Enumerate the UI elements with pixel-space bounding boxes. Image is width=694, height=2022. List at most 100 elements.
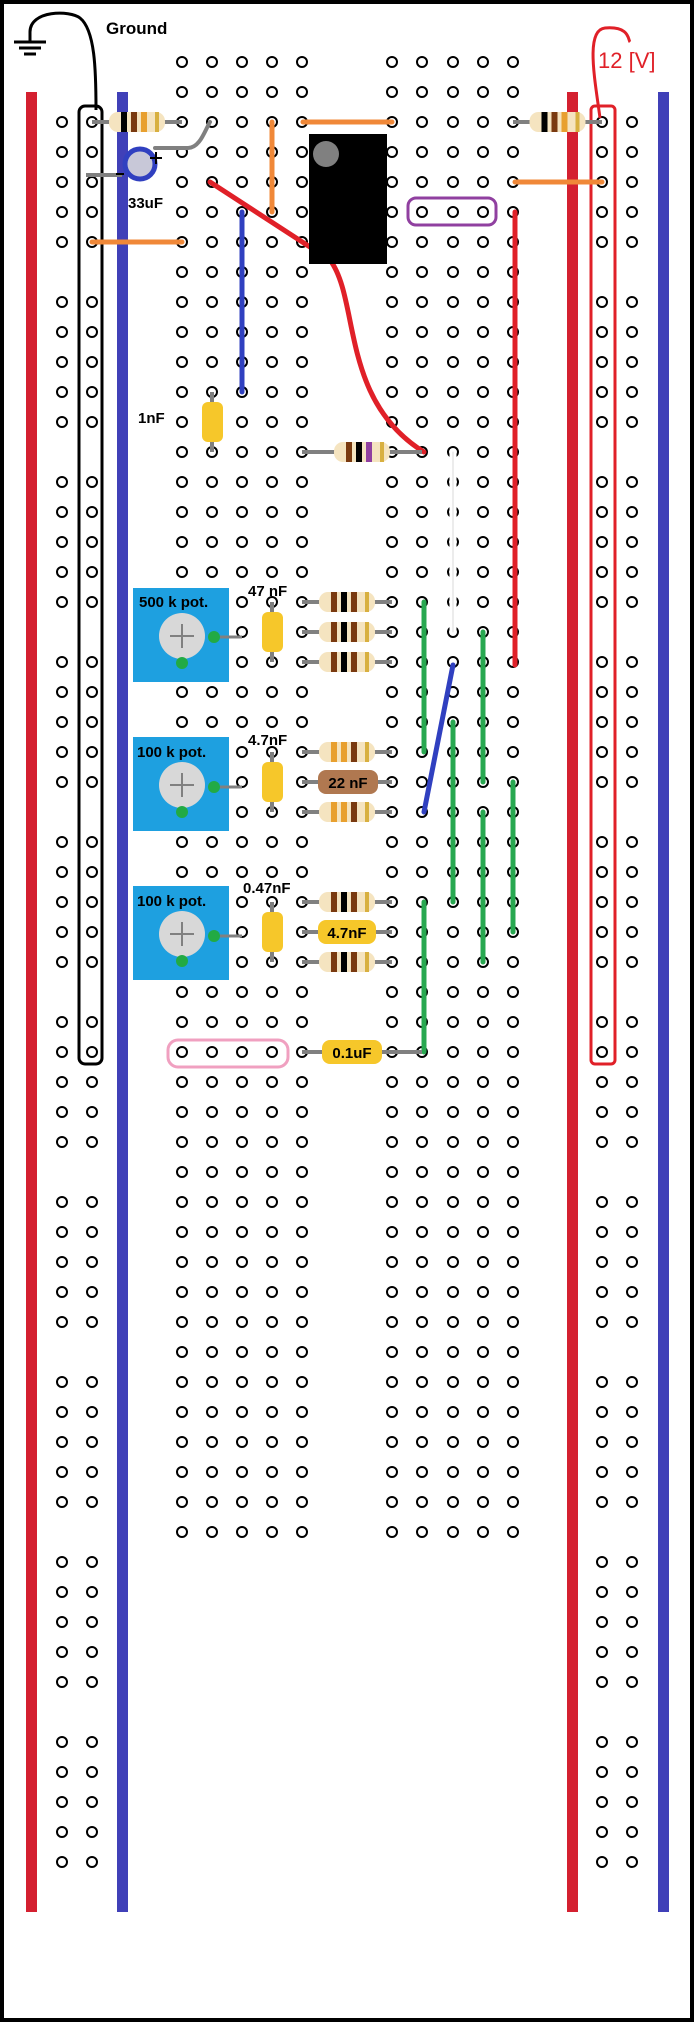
breadboard-hole [296,1016,308,1028]
breadboard-hole [56,1556,68,1568]
breadboard-hole [447,1466,459,1478]
breadboard-hole [416,1376,428,1388]
breadboard-hole [206,1256,218,1268]
left-negative-rail [117,92,128,1912]
breadboard-hole [86,686,98,698]
breadboard-hole [507,716,519,728]
breadboard-hole [626,1736,638,1748]
breadboard-hole [447,146,459,158]
breadboard-hole [507,1016,519,1028]
breadboard-hole [206,1466,218,1478]
ground-column-outline [77,104,104,1066]
breadboard-hole [86,956,98,968]
breadboard-hole [447,356,459,368]
breadboard-hole [56,1076,68,1088]
capacitor-22nf [302,770,392,794]
breadboard-hole [596,1766,608,1778]
breadboard-hole [206,506,218,518]
breadboard-hole [266,1226,278,1238]
breadboard-hole [596,776,608,788]
breadboard-hole [416,266,428,278]
breadboard-hole [447,1436,459,1448]
breadboard-hole [56,1826,68,1838]
breadboard-hole [266,1436,278,1448]
resistor-top-left [92,112,182,132]
breadboard-hole [477,446,489,458]
breadboard-hole [626,1196,638,1208]
breadboard-hole [507,1256,519,1268]
breadboard-hole [206,1406,218,1418]
breadboard-hole [477,476,489,488]
breadboard-hole [596,476,608,488]
breadboard-hole [266,476,278,488]
breadboard-hole [477,236,489,248]
breadboard-hole [176,1466,188,1478]
breadboard-hole [626,746,638,758]
breadboard-hole [236,416,248,428]
breadboard-hole [296,1466,308,1478]
breadboard-hole [86,836,98,848]
capacitor-33uf-label: 33uF [128,195,163,212]
breadboard-hole [206,86,218,98]
breadboard-hole [176,1286,188,1298]
breadboard-hole [477,266,489,278]
breadboard-hole [266,1256,278,1268]
breadboard-hole [596,326,608,338]
resistor-47-1 [302,592,392,612]
breadboard-hole [507,746,519,758]
breadboard-hole [236,866,248,878]
breadboard-hole [626,1586,638,1598]
breadboard-hole [477,1256,489,1268]
breadboard-hole [416,1436,428,1448]
breadboard-hole [206,566,218,578]
breadboard-hole [626,1796,638,1808]
potentiometer-100k-b [133,886,242,980]
breadboard-hole [507,956,519,968]
breadboard-hole [626,326,638,338]
breadboard-hole [86,1406,98,1418]
breadboard-hole [266,1286,278,1298]
breadboard-hole [266,1046,278,1058]
breadboard-hole [86,1016,98,1028]
breadboard-hole [86,1766,98,1778]
breadboard-hole [477,146,489,158]
breadboard-hole [626,1646,638,1658]
breadboard-hole [206,146,218,158]
breadboard-hole [56,1616,68,1628]
resistor-top-right [513,112,602,132]
breadboard-hole [266,386,278,398]
breadboard-hole [236,506,248,518]
breadboard-hole [296,176,308,188]
breadboard-hole [447,986,459,998]
breadboard-hole [86,866,98,878]
resistor-4n7-2 [302,802,392,822]
breadboard-hole [416,326,428,338]
breadboard-hole [236,896,248,908]
breadboard-hole [176,416,188,428]
breadboard-hole [596,656,608,668]
potentiometer-500k [133,588,242,682]
breadboard-hole [206,686,218,698]
breadboard-hole [86,1316,98,1328]
breadboard-hole [596,566,608,578]
breadboard-hole [206,1136,218,1148]
breadboard-hole [296,266,308,278]
breadboard-hole [596,1196,608,1208]
breadboard-hole [236,956,248,968]
breadboard-hole [477,1316,489,1328]
breadboard-hole [626,1496,638,1508]
breadboard-hole [447,926,459,938]
breadboard-hole [56,386,68,398]
breadboard-hole [176,536,188,548]
breadboard-hole [386,1406,398,1418]
breadboard-hole [266,356,278,368]
breadboard-hole [176,206,188,218]
breadboard-hole [596,146,608,158]
breadboard-hole [447,1496,459,1508]
breadboard-hole [386,146,398,158]
breadboard-hole [507,1136,519,1148]
breadboard-hole [447,1406,459,1418]
breadboard-hole [56,1406,68,1418]
breadboard-hole [86,1586,98,1598]
